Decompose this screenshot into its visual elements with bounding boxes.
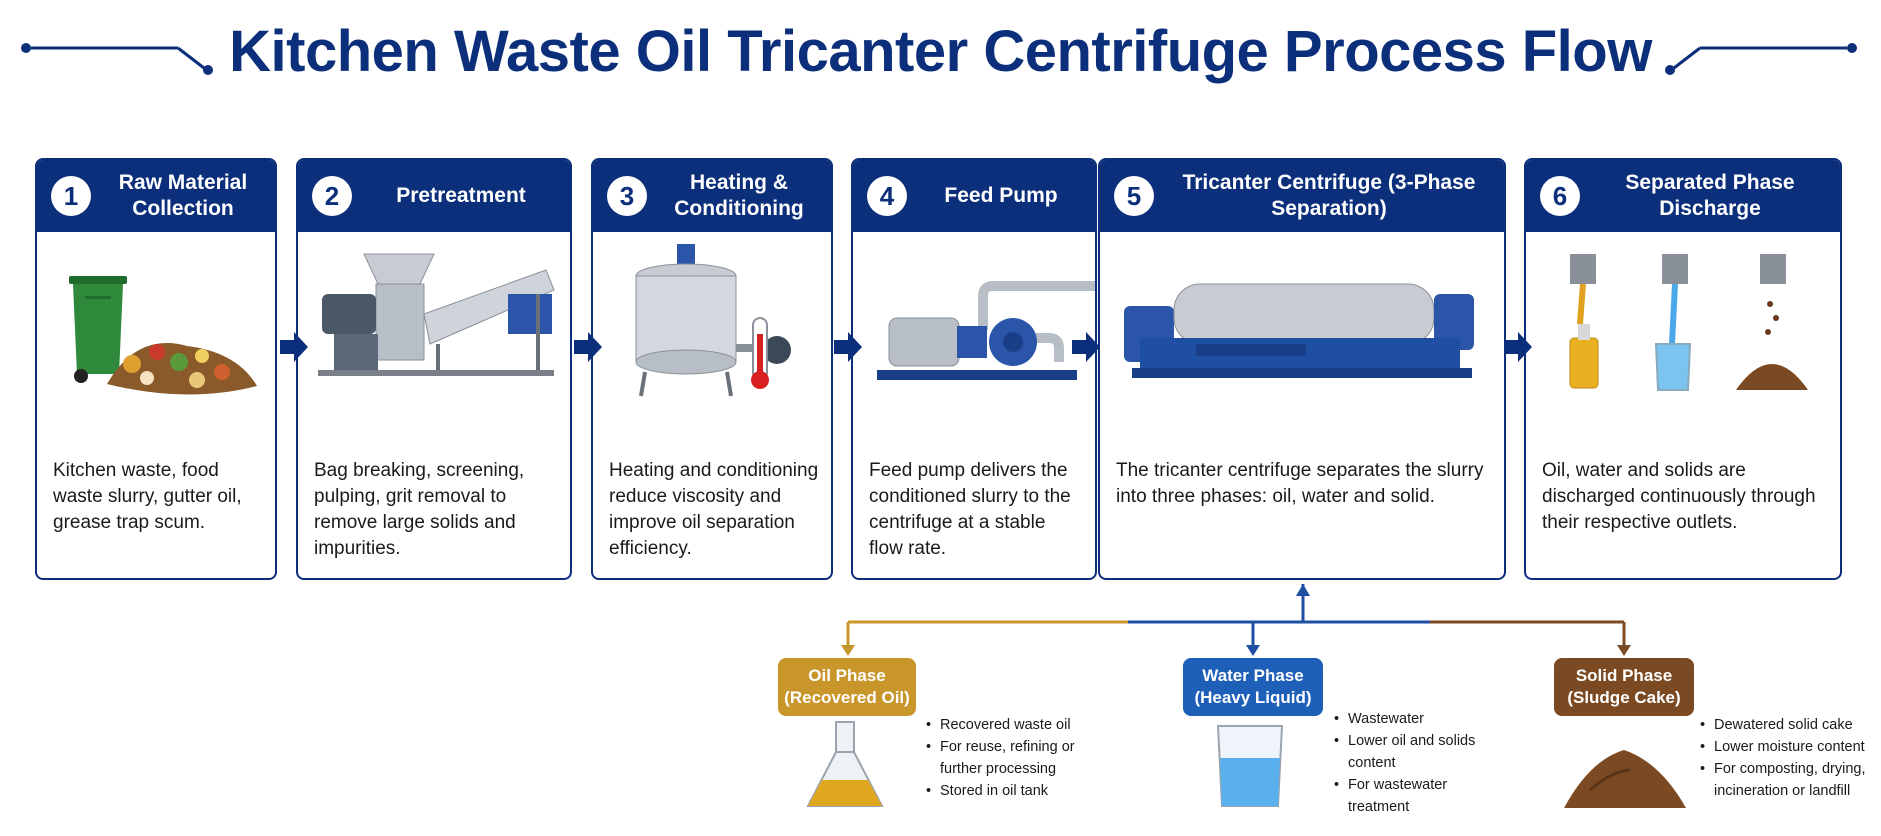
water-phase-label: Water Phase (Heavy Liquid) [1183, 658, 1323, 716]
list-item: For reuse, refining or further processin… [926, 736, 1106, 780]
solid-phase-label: Solid Phase (Sludge Cake) [1554, 658, 1694, 716]
phase-label-line1: Oil Phase [808, 666, 886, 685]
list-item: For composting, drying, incineration or … [1700, 758, 1870, 802]
water-phase-details: Wastewater Lower oil and solids content … [1334, 708, 1484, 818]
step-number: 1 [51, 176, 91, 216]
oil-flask-icon [806, 721, 884, 807]
step-number: 5 [1114, 176, 1154, 216]
step-heating-conditioning: 3 Heating & Conditioning Heating and con… [591, 158, 833, 580]
list-item: Wastewater [1334, 708, 1484, 730]
step-header: 1 Raw Material Collection [37, 160, 275, 232]
step-number: 3 [607, 176, 647, 216]
step-feed-pump: 4 Feed Pump Feed pump delivers the condi… [851, 158, 1097, 580]
right-circuit-decoration [1665, 43, 1857, 75]
step-number: 2 [312, 176, 352, 216]
list-item: Lower oil and solids content [1334, 730, 1484, 774]
step-title: Separated Phase Discharge [1625, 171, 1795, 220]
heating-tank-icon [635, 244, 791, 397]
phase-label-line1: Solid Phase [1575, 666, 1673, 685]
feed-pump-icon [877, 281, 1095, 380]
step-header: 5 Tricanter Centrifuge (3-Phase Separati… [1100, 160, 1504, 232]
step-title: Raw Material Collection [118, 171, 248, 220]
step-number: 6 [1540, 176, 1580, 216]
arrow-right-icon [1072, 332, 1100, 362]
step-header: 3 Heating & Conditioning [593, 160, 831, 232]
step-description: Oil, water and solids are discharged con… [1542, 460, 1816, 533]
solid-phase-details: Dewatered solid cake Lower moisture cont… [1700, 714, 1870, 802]
step-description: Feed pump delivers the conditioned slurr… [869, 460, 1071, 559]
phase-label-line2: (Sludge Cake) [1567, 688, 1681, 707]
step-header: 6 Separated Phase Discharge [1526, 160, 1840, 232]
oil-phase-details: Recovered waste oil For reuse, refining … [926, 714, 1106, 802]
step-header: 4 Feed Pump [853, 160, 1095, 232]
step-raw-material-collection: 1 Raw Material Collection Kitchen waste,… [35, 158, 277, 580]
tricanter-centrifuge-icon [1124, 283, 1474, 378]
arrow-right-icon [574, 332, 602, 362]
phase-label-line2: (Recovered Oil) [784, 688, 910, 707]
list-item: Recovered waste oil [926, 714, 1106, 736]
phase-discharge-icon [1569, 254, 1808, 391]
step-title: Heating & Conditioning [674, 171, 804, 220]
water-beaker-icon [1216, 725, 1284, 807]
step-number: 4 [867, 176, 907, 216]
step-description: Bag breaking, screening, pulping, grit r… [314, 460, 525, 559]
step-separated-phase-discharge: 6 Separated Phase Discharge Oil, water a… [1524, 158, 1842, 580]
step-pretreatment: 2 Pretreatment Bag breaking, screening, … [296, 158, 572, 580]
oil-phase-label: Oil Phase (Recovered Oil) [778, 658, 916, 716]
phase-label-line1: Water Phase [1202, 666, 1304, 685]
list-item: For wastewater treatment [1334, 774, 1484, 818]
step-header: 2 Pretreatment [298, 160, 570, 232]
list-item: Dewatered solid cake [1700, 714, 1870, 736]
step-description: The tricanter centrifuge separates the s… [1116, 460, 1484, 507]
waste-bin-icon [69, 276, 257, 395]
phase-label-line2: (Heavy Liquid) [1194, 688, 1312, 707]
step-title: Feed Pump [944, 184, 1058, 207]
step-description: Kitchen waste, food waste slurry, gutter… [53, 460, 242, 533]
list-item: Stored in oil tank [926, 780, 1106, 802]
pretreatment-machine-icon [318, 253, 555, 376]
step-title: Pretreatment [396, 184, 526, 207]
sludge-cake-icon [1564, 750, 1686, 808]
step-tricanter-centrifuge: 5 Tricanter Centrifuge (3-Phase Separati… [1098, 158, 1506, 580]
arrow-right-icon [280, 332, 308, 362]
page-title: Kitchen Waste Oil Tricanter Centrifuge P… [229, 19, 1652, 84]
list-item: Lower moisture content [1700, 736, 1870, 758]
arrow-right-icon [834, 332, 862, 362]
left-circuit-decoration [21, 43, 213, 75]
step-description: Heating and conditioning reduce viscosit… [609, 460, 819, 559]
step-title: Tricanter Centrifuge (3-Phase Separation… [1182, 171, 1476, 220]
arrow-right-icon [1504, 332, 1532, 362]
